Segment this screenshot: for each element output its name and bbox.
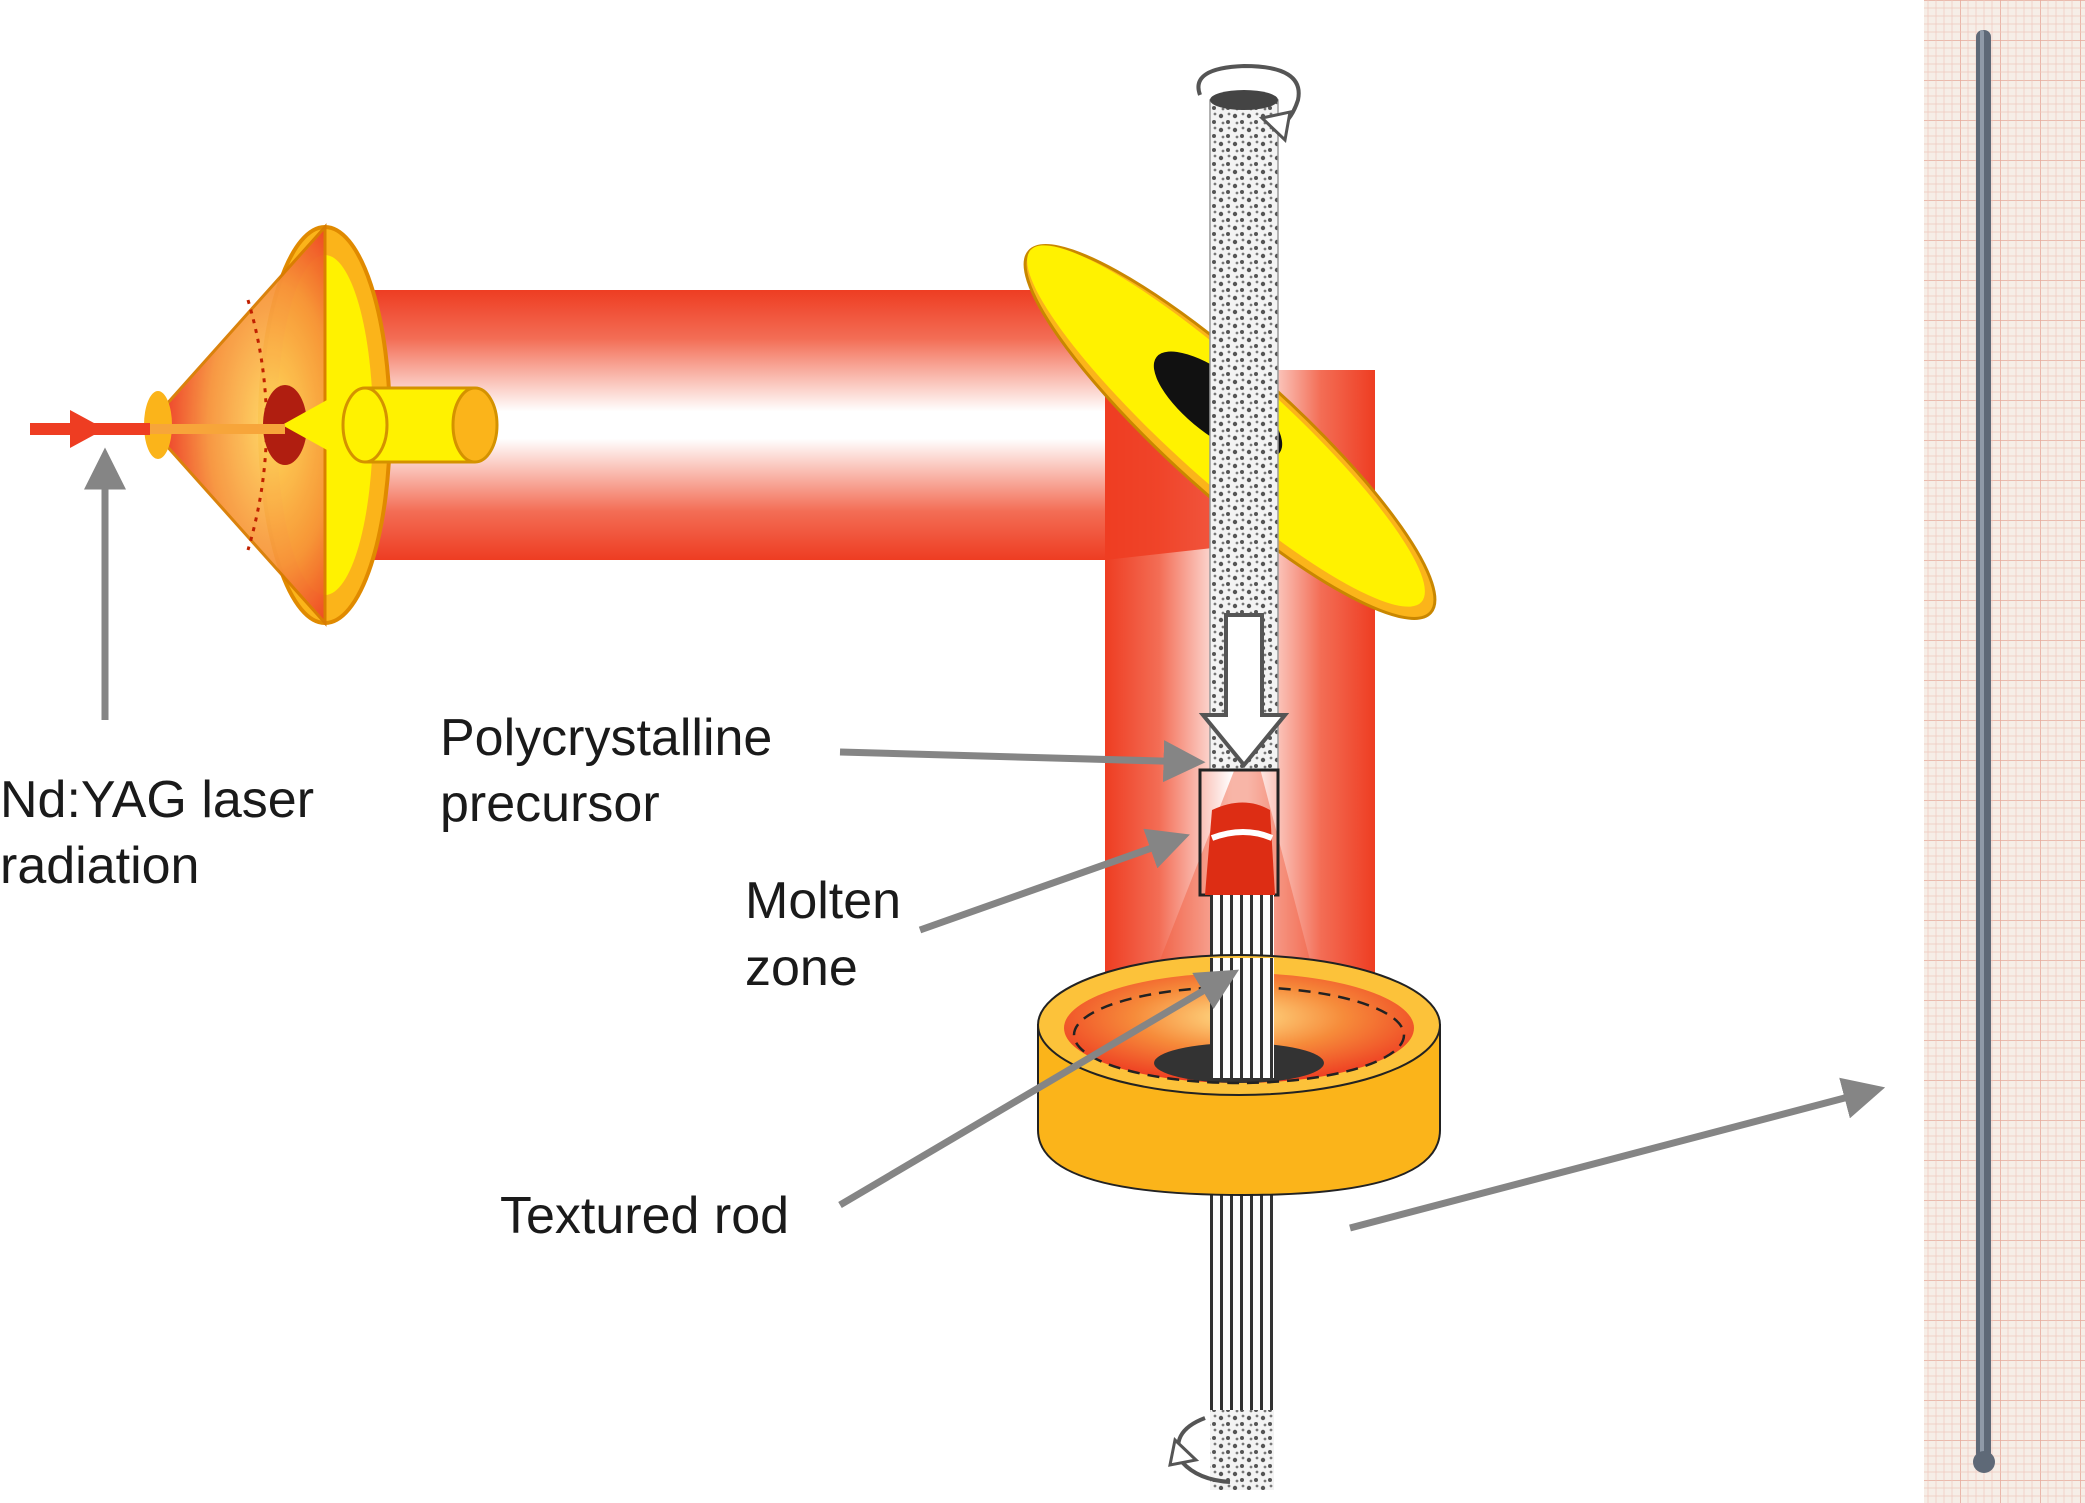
incoming-laser-arrow: [30, 410, 285, 448]
label-laser-radiation: Nd:YAG laser radiation: [0, 771, 314, 895]
molten-label-line1: Molten: [745, 872, 901, 930]
laser-label-line2: radiation: [0, 837, 199, 895]
rotation-arrow-icon: [1196, 63, 1301, 144]
label-molten-zone: Molten zone: [745, 872, 901, 997]
axicon-cylinder: [341, 386, 499, 464]
molten-label-line2: zone: [745, 939, 858, 997]
precursor-label-line2: precursor: [440, 775, 660, 833]
feed-direction-arrow-icon: [1198, 613, 1290, 769]
rod-label: Textured rod: [500, 1187, 789, 1245]
laser-label-line1: Nd:YAG laser: [0, 771, 314, 829]
label-textured-rod: Textured rod: [500, 1187, 789, 1245]
precursor-label-line1: Polycrystalline: [440, 709, 772, 767]
rotation-arrow-icon: [1168, 1416, 1231, 1484]
leader-lines: [84, 447, 1886, 1232]
focusing-collar: [1037, 954, 1441, 1197]
label-precursor: Polycrystalline precursor: [440, 709, 772, 833]
sample-rod-photo: [1973, 30, 1995, 1473]
graph-paper-photo: [1918, 0, 2085, 1503]
molten-zone: [1198, 768, 1280, 897]
